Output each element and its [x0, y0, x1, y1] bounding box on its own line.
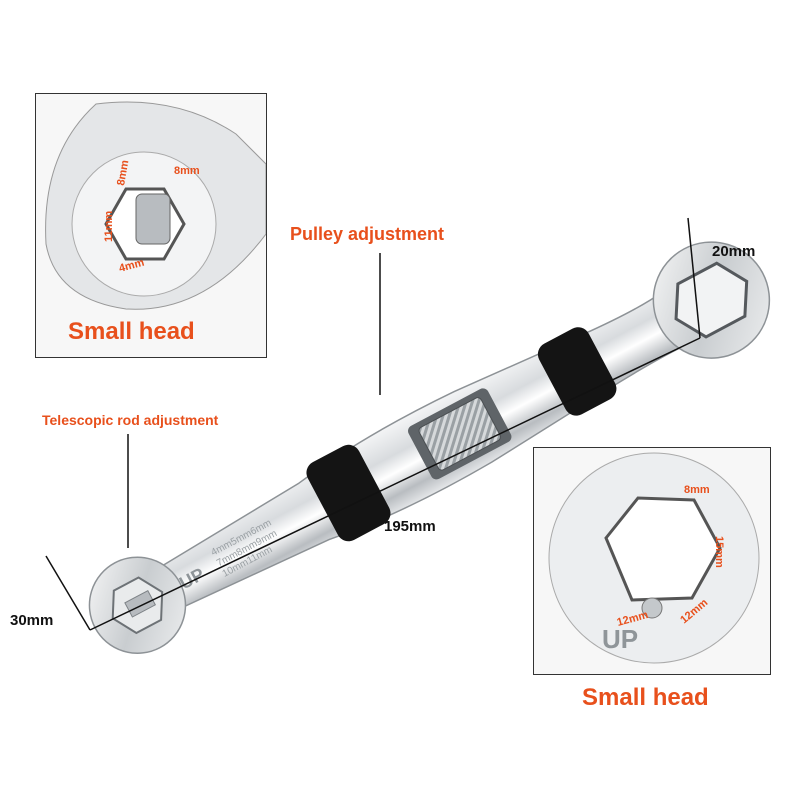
telescopic-rod-label: Telescopic rod adjustment: [42, 412, 219, 428]
inset-small-head-top: 8mm 8mm 11mm 4mm: [35, 93, 267, 358]
pulley-knurl: [418, 397, 501, 471]
size-marking: 8mm: [174, 165, 200, 177]
dimension-lines: [45, 217, 701, 631]
grip-band-right: [537, 327, 617, 416]
dimension-width-small: 20mm: [712, 243, 756, 260]
small-head-detail-bottom: 8mm 15mm 12mm 12mm UP: [548, 452, 760, 664]
wrench: 4mm5mm6mm 7mm8mm9mm 10mm11mm UP: [88, 241, 771, 654]
size-marking: 8mm: [684, 484, 710, 496]
pulley-adjustment-label: Pulley adjustment: [290, 224, 445, 244]
grip-band-left: [306, 444, 391, 542]
inset-small-head-bottom: 8mm 15mm 12mm 12mm UP: [533, 447, 771, 675]
dimension-width-large: 30mm: [10, 612, 54, 629]
small-head-label-bottom: Small head: [582, 684, 709, 711]
size-marking: 15mm: [713, 536, 725, 568]
small-head-detail: 8mm 8mm 11mm 4mm: [45, 101, 266, 310]
dimension-length: 195mm: [384, 518, 436, 535]
size-marking: 11mm: [103, 211, 115, 242]
size-marking: 8mm: [115, 159, 131, 187]
up-mark: UP: [602, 624, 638, 654]
small-head-label-top: Small head: [68, 318, 195, 345]
